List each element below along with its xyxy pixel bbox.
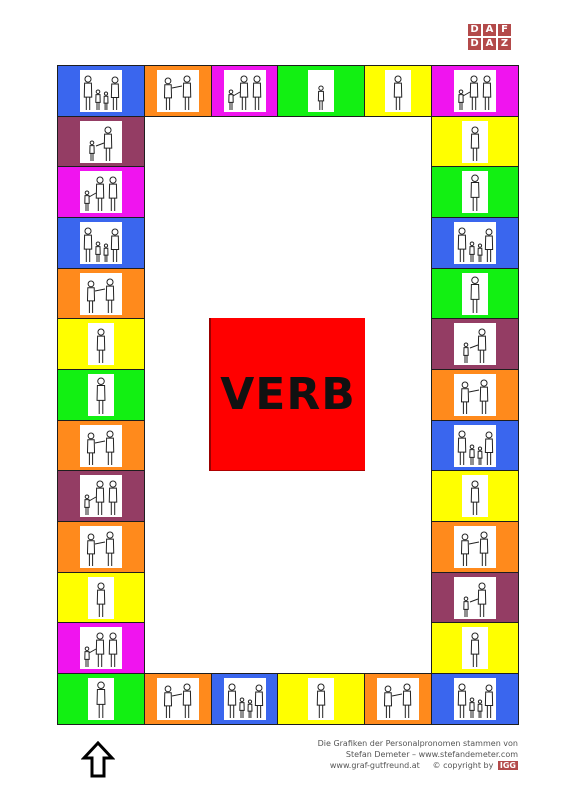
man-icon: [88, 678, 114, 720]
people-pointing-icon: [454, 70, 496, 112]
board-square[interactable]: [364, 673, 432, 725]
credits-line: Stefan Demeter – www.stefandemeter.com: [345, 750, 518, 759]
family-icon: [454, 424, 496, 467]
adult-child-icon: [454, 576, 496, 619]
person-pointing-icon: [454, 374, 496, 416]
board-square[interactable]: [57, 268, 145, 319]
family-icon: [80, 70, 122, 112]
logo-letter: F: [498, 24, 511, 36]
board-square[interactable]: [431, 65, 519, 117]
family-icon: [454, 222, 496, 264]
person-pointing-icon: [157, 70, 199, 112]
board-square[interactable]: [57, 470, 145, 522]
person-pointing-icon: [80, 526, 122, 568]
board-square[interactable]: [431, 521, 519, 573]
board-square[interactable]: [211, 673, 278, 725]
man-icon: [88, 374, 114, 416]
adult-child-icon: [454, 323, 496, 365]
board-square[interactable]: [144, 65, 212, 117]
board-square[interactable]: [364, 65, 432, 117]
person-pointing-icon: [454, 526, 496, 568]
people-pointing-icon: [80, 627, 122, 669]
board-square[interactable]: [57, 65, 145, 117]
verb-label: VERB: [220, 368, 356, 420]
woman-icon: [462, 475, 488, 517]
man-icon: [462, 272, 488, 315]
board-square[interactable]: [57, 369, 145, 421]
person-pointing-icon: [80, 272, 122, 315]
logo-letter: A: [483, 24, 496, 36]
woman-icon: [385, 70, 411, 112]
people-pointing-icon: [80, 171, 122, 213]
board-square[interactable]: [431, 318, 519, 370]
board-square[interactable]: [431, 268, 519, 319]
logo-letter: Z: [498, 38, 511, 50]
board-square[interactable]: [57, 420, 145, 471]
people-pointing-icon: [80, 475, 122, 517]
woman-icon: [88, 323, 114, 365]
copyright-text: © copyright by: [432, 761, 494, 770]
woman-icon: [88, 576, 114, 619]
verb-card[interactable]: VERB: [209, 318, 365, 471]
family-icon: [80, 222, 122, 264]
family-icon: [223, 678, 266, 720]
logo-letter: D: [468, 38, 481, 50]
igg-badge: IGG: [497, 761, 518, 770]
child-icon: [308, 70, 334, 112]
board-square[interactable]: [431, 572, 519, 623]
board-square[interactable]: [144, 673, 212, 725]
person-pointing-icon: [377, 678, 419, 720]
board-square[interactable]: [57, 673, 145, 725]
board-square[interactable]: [277, 65, 365, 117]
woman-icon: [308, 678, 334, 720]
woman-icon: [462, 120, 488, 163]
board-square[interactable]: [57, 572, 145, 623]
people-pointing-icon: [223, 70, 266, 112]
credits: Die Grafiken der Personalpronomen stamme…: [198, 738, 518, 771]
dafdaz-logo: D A F D A Z: [468, 24, 514, 52]
person-pointing-icon: [80, 424, 122, 467]
board-square[interactable]: [431, 116, 519, 167]
credits-website[interactable]: www.graf-gutfreund.at: [329, 761, 420, 770]
logo-letter: D: [468, 24, 481, 36]
logo-letter: A: [483, 38, 496, 50]
board-square[interactable]: [277, 673, 365, 725]
board-square[interactable]: [431, 217, 519, 269]
board-square[interactable]: [431, 622, 519, 674]
board-square[interactable]: [431, 420, 519, 471]
up-arrow-icon: [81, 741, 115, 778]
board-square[interactable]: [57, 166, 145, 218]
board-square[interactable]: [57, 217, 145, 269]
board-square[interactable]: [57, 116, 145, 167]
board-square[interactable]: [57, 521, 145, 573]
board-square[interactable]: [431, 470, 519, 522]
family-icon: [454, 678, 496, 720]
board-square[interactable]: [431, 166, 519, 218]
board-square[interactable]: [211, 65, 278, 117]
board-square[interactable]: [57, 622, 145, 674]
board-square[interactable]: [57, 318, 145, 370]
woman-icon: [462, 627, 488, 669]
credits-line: Die Grafiken der Personalpronomen stamme…: [317, 739, 518, 748]
board-square[interactable]: [431, 369, 519, 421]
man-icon: [462, 171, 488, 213]
person-pointing-icon: [157, 678, 199, 720]
game-board: [57, 65, 519, 725]
board-square[interactable]: [431, 673, 519, 725]
adult-child-icon: [80, 120, 122, 163]
